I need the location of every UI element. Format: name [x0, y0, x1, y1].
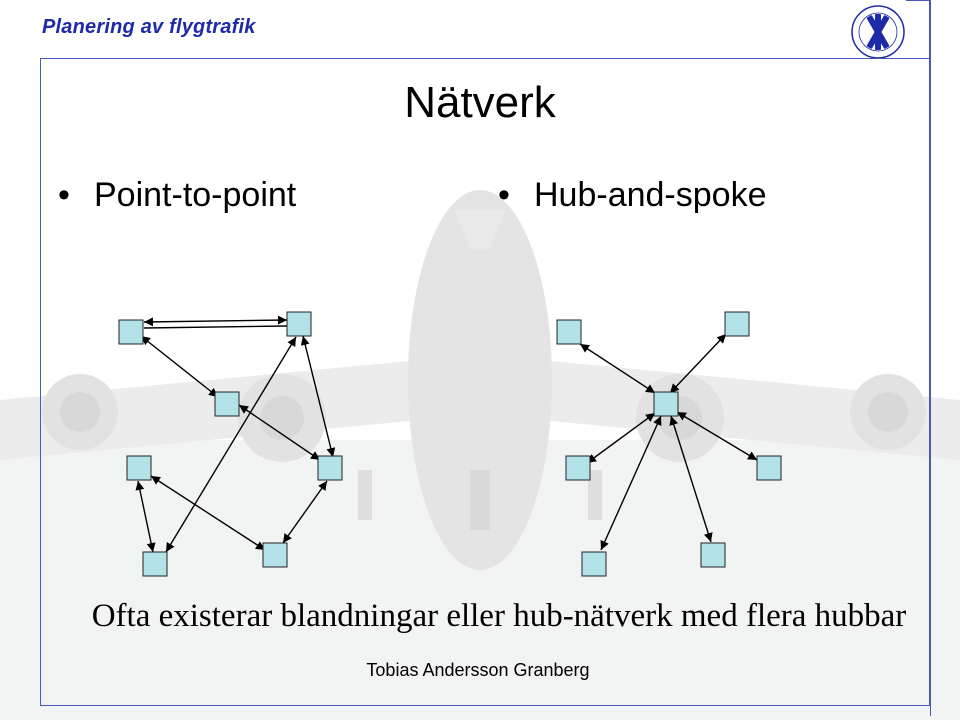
spoke-node: [724, 311, 750, 337]
spoke-edge-6: [669, 415, 713, 543]
spoke-node: [700, 542, 726, 568]
spoke-edge-4: [676, 411, 758, 461]
edge-e-g: [150, 475, 266, 551]
edge-a-c: [140, 335, 219, 398]
hub-and-spoke-edges: [579, 333, 758, 551]
spoke-node: [581, 551, 607, 577]
network-node: [126, 455, 152, 481]
network-node: [317, 455, 343, 481]
bullet-label: Point-to-point: [94, 176, 297, 214]
spoke-edge-1: [579, 343, 656, 394]
network-node: [262, 542, 288, 568]
university-logo: [851, 5, 905, 59]
bullet-marker: •: [58, 176, 70, 214]
spoke-edge-2: [669, 333, 727, 394]
spoke-node: [756, 455, 782, 481]
bullet-hub-and-spoke: • Hub-and-spoke: [498, 176, 766, 215]
frame-edge: [930, 0, 931, 716]
network-node: [214, 391, 240, 417]
slide-title: Nätverk: [404, 78, 556, 127]
edge-e-f: [135, 480, 156, 553]
edge-a-b: [143, 315, 288, 327]
slide-frame: [40, 58, 930, 706]
slide-footer-author: Tobias Andersson Granberg: [366, 660, 590, 680]
bullet-label: Hub-and-spoke: [534, 176, 767, 214]
spoke-node: [565, 455, 591, 481]
edge-b-d: [300, 335, 336, 458]
edge-b-f: [165, 336, 297, 553]
course-title: Planering av flygtrafik: [42, 16, 256, 38]
spoke-edge-3: [586, 412, 656, 464]
edge-a-b-2: [143, 325, 288, 329]
bullet-marker: •: [498, 176, 510, 214]
network-node: [118, 319, 144, 345]
bullet-point-to-point: • Point-to-point: [58, 176, 296, 215]
hub-node: [653, 391, 679, 417]
slide-caption: Ofta existerar blandningar eller hub-nät…: [91, 598, 907, 634]
point-to-point-edges: [135, 315, 336, 553]
edge-c-d: [238, 404, 321, 461]
network-node: [142, 551, 168, 577]
network-node: [286, 311, 312, 337]
spoke-node: [556, 319, 582, 345]
frame-corner: [906, 0, 930, 58]
spoke-edge-5: [600, 415, 662, 551]
edge-g-d: [282, 480, 328, 544]
